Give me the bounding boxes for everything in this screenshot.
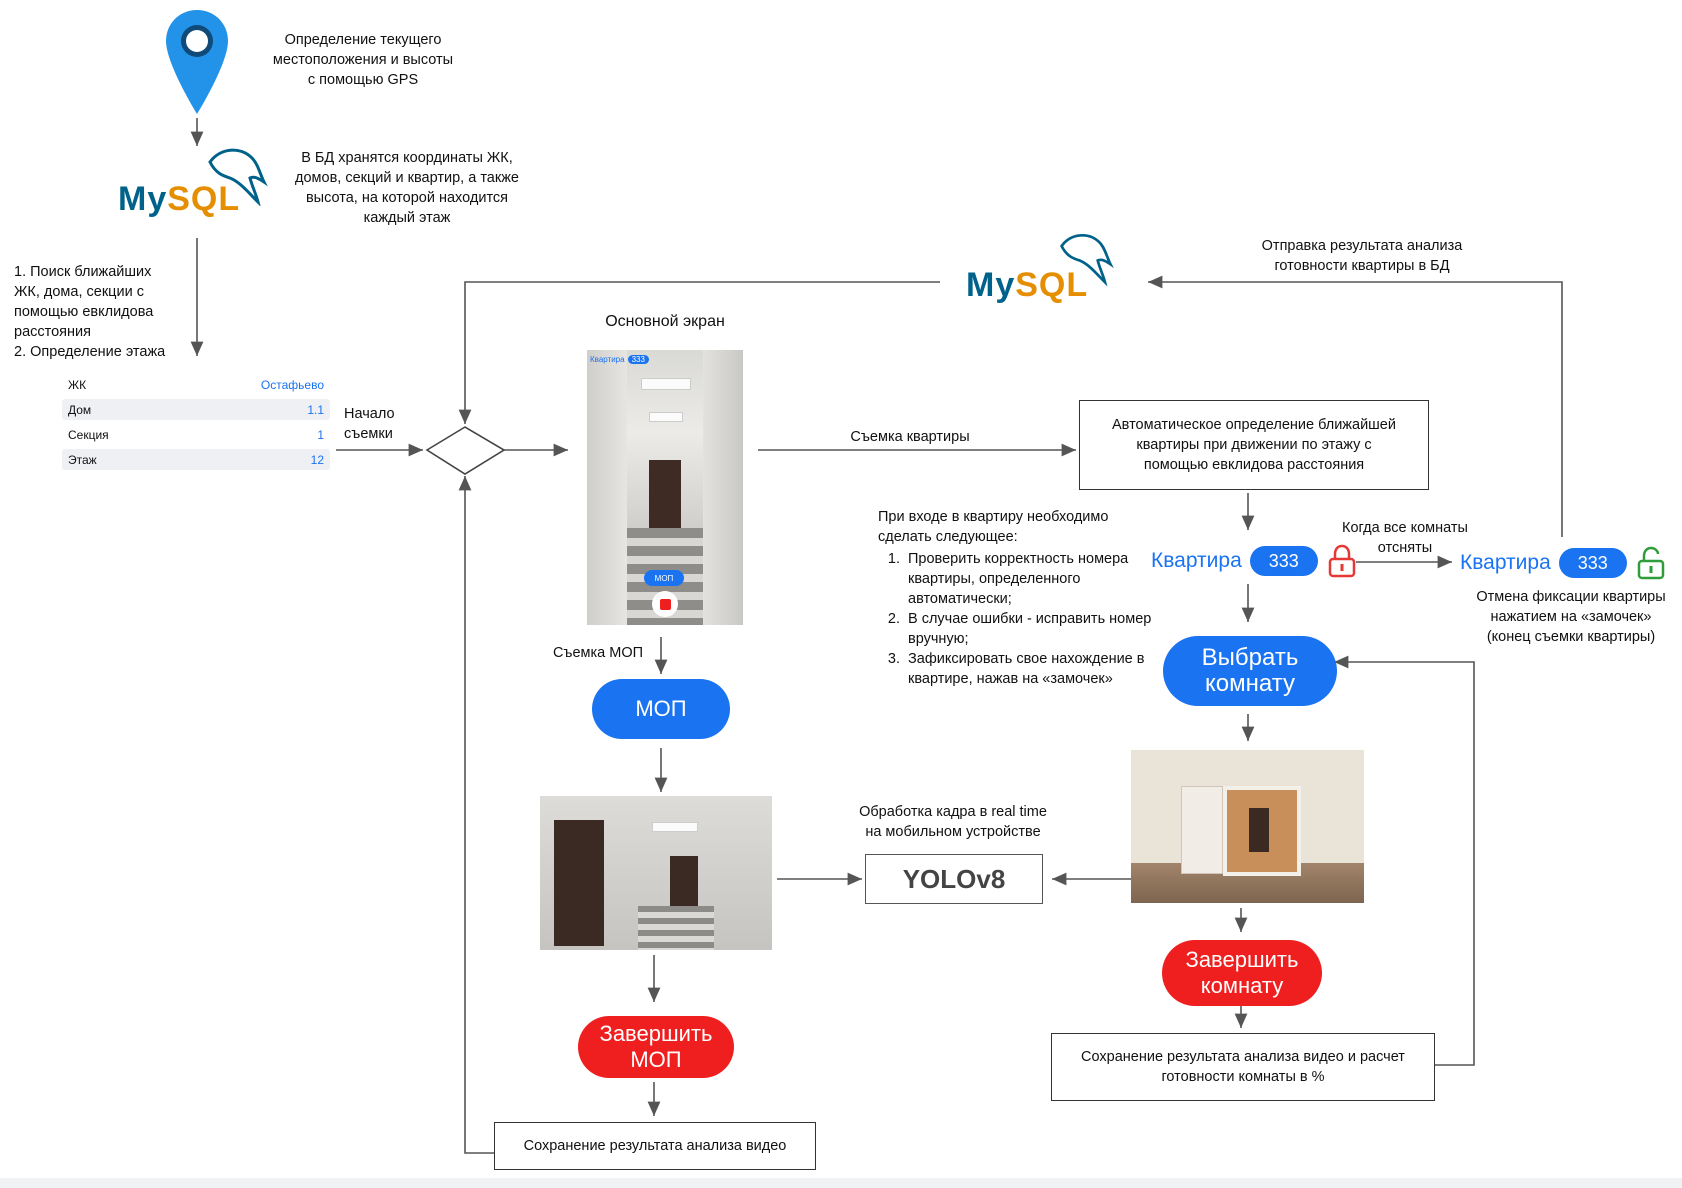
room-door [1181,786,1223,874]
row-label: ЖК [68,377,87,392]
table-row: Дом 1.1 [62,399,330,420]
mysql-dolphin-icon [208,148,268,206]
table-row: ЖК Остафьево [62,374,330,395]
save-video-result-box: Сохранение результата анализа видео [494,1122,816,1170]
mini-mop-button[interactable]: МОП [644,570,684,586]
table-row: Секция 1 [62,424,330,445]
stop-icon [659,598,671,610]
list-item: В случае ошибки - исправить номер вручну… [904,609,1166,649]
apartment-number[interactable]: 333 [1558,548,1627,578]
mini-apartment-badge: Квартира 333 [590,355,649,364]
list-item: Зафиксировать свое нахождение в квартире… [904,649,1166,689]
all-rooms-caption: Когда все комнаты отсняты [1342,520,1468,556]
corridor-wall-left [587,350,627,625]
apartment-badge-unlocked[interactable]: Квартира 333 [1460,546,1667,580]
cancel-fix-caption: Отмена фиксации квартиры нажатием на «за… [1476,589,1666,645]
mysql-logo-sql: SQL [167,180,241,218]
ceiling-light [641,378,691,390]
floor-tiles [638,906,714,950]
gps-caption: Определение текущего местоположения и вы… [272,32,454,88]
row-value: 1 [317,427,324,442]
corridor-door [670,856,698,906]
mysql-logo-sql: SQL [1015,266,1089,304]
entry-instructions-heading: При входе в квартиру необходимо сделать … [878,509,1109,545]
apartment-label: Квартира [1151,549,1242,572]
row-value: Остафьево [260,377,324,392]
corridor-door [649,460,681,528]
row-value: 12 [310,452,324,467]
row-label: Этаж [68,452,97,467]
list-item: Проверить корректность номера квартиры, … [904,549,1166,609]
finish-mop-button[interactable]: Завершить МОП [578,1016,734,1078]
lock-closed-icon[interactable] [1326,544,1358,578]
main-screen-phone: Квартира 333 МОП [587,350,743,625]
finish-room-button[interactable]: Завершить комнату [1162,940,1322,1006]
record-button[interactable] [652,591,678,617]
room-inner-door [1249,808,1269,852]
apartment-label: Квартира [1460,551,1551,574]
shoot-mop-label: Съемка МОП [552,645,644,661]
save-room-result-box: Сохранение результата анализа видео и ра… [1051,1033,1435,1101]
map-pin-icon [166,10,228,114]
mini-apartment-label: Квартира [590,355,625,364]
mysql-dolphin-icon [1060,234,1114,286]
mysql-logo-my: My [118,180,168,218]
mop-button[interactable]: МОП [592,679,730,739]
corridor-door [554,820,604,946]
yolo-model-box: YOLOv8 [865,854,1043,904]
table-row: Этаж 12 [62,449,330,470]
mini-apartment-num: 333 [627,355,649,364]
shoot-apartment-label: Съемка квартиры [850,429,970,445]
room-photo [1131,750,1364,903]
mysql-logo-my: My [966,266,1016,304]
mop-corridor-photo [540,796,772,950]
auto-detect-box: Автоматическое определение ближайшей ква… [1079,400,1429,490]
main-screen-title: Основной экран [605,313,725,330]
mysql-logo-center: MySQL [966,266,1088,305]
row-label: Дом [68,402,92,417]
lock-open-icon[interactable] [1635,546,1667,580]
send-result-caption: Отправка результата анализа готовности к… [1261,238,1463,274]
ceiling-light [652,822,698,832]
apartment-number[interactable]: 333 [1249,546,1318,576]
bottom-strip [0,1178,1682,1188]
entry-instructions-list: Проверить корректность номера квартиры, … [878,549,1166,689]
frame-processing-caption: Обработка кадра в real time на мобильном… [859,804,1047,840]
start-decision-diamond [425,426,506,475]
ceiling-light [649,412,683,422]
apartment-badge-locked[interactable]: Квартира 333 [1151,544,1358,578]
row-value: 1.1 [307,402,324,417]
corridor-wall-right [703,350,743,625]
search-steps: 1. Поиск ближайших ЖК, дома, секции с по… [14,264,166,360]
location-info-table: ЖК Остафьево Дом 1.1 Секция 1 Этаж 12 [62,374,330,474]
start-shooting-label: Начало съемки [344,406,395,442]
row-label: Секция [68,427,109,442]
choose-room-button[interactable]: Выбрать комнату [1163,636,1337,706]
db-caption: В БД хранятся координаты ЖК, домов, секц… [295,150,519,226]
mysql-logo-top: MySQL [118,180,240,219]
